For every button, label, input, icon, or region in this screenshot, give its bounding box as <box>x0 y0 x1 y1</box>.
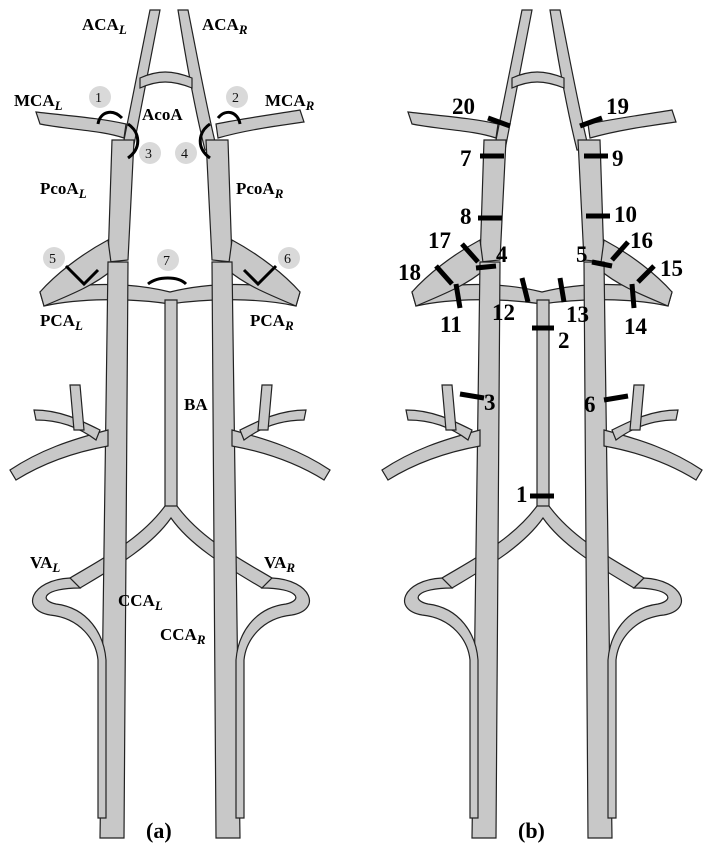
segment-tick-5 <box>591 259 613 269</box>
segment-number-1: 1 <box>516 482 528 507</box>
junction-number-3: 3 <box>145 147 152 162</box>
segment-tick-18 <box>434 264 454 286</box>
label-mca-left: MCAL <box>14 91 63 113</box>
segment-number-3: 3 <box>484 390 496 415</box>
junction-circle-6 <box>278 247 300 269</box>
label-cca-right: CCAR <box>160 625 206 647</box>
junction-arc-2 <box>216 110 242 125</box>
segment-tick-4 <box>475 263 497 271</box>
segment-tick-17 <box>460 242 480 264</box>
junction-number-2: 2 <box>232 91 239 106</box>
segment-number-2: 2 <box>558 328 570 353</box>
segment-number-7: 7 <box>460 146 472 171</box>
junction-arc-7 <box>147 276 188 286</box>
segment-number-4: 4 <box>496 242 508 267</box>
junction-number-4: 4 <box>181 147 188 162</box>
segment-tick-14 <box>629 283 637 309</box>
segment-tick-6 <box>603 393 629 403</box>
panel-a-vessel-labels: ACAL ACAR MCAL MCAR AcoA PcoAL PcoAR PCA… <box>14 15 315 647</box>
junction-circle-4 <box>175 142 197 164</box>
label-aca-right: ACAR <box>202 15 248 37</box>
junction-number-1: 1 <box>95 91 102 106</box>
panel-a-caption: (a) <box>146 818 172 843</box>
segment-number-11: 11 <box>440 312 462 337</box>
junction-circle-5 <box>43 247 65 269</box>
panel-b-vessel-tree <box>381 9 703 839</box>
segment-tick-20 <box>487 115 511 129</box>
panel-b: 1 2 3 4 5 6 7 8 9 10 11 12 13 14 15 16 1… <box>381 9 703 843</box>
segment-number-9: 9 <box>612 146 624 171</box>
junction-circle-3 <box>139 142 161 164</box>
junction-circle-7 <box>157 249 179 271</box>
segment-number-16: 16 <box>630 228 653 253</box>
junction-arc-4 <box>198 122 211 160</box>
label-acoa: AcoA <box>142 105 183 124</box>
segment-tick-11 <box>453 283 463 309</box>
junction-number-6: 6 <box>284 252 291 267</box>
segment-number-5: 5 <box>576 242 588 267</box>
label-pca-left: PCAL <box>40 311 83 333</box>
label-pcoa-right: PcoAR <box>236 179 284 201</box>
junction-number-5: 5 <box>49 252 56 267</box>
segment-tick-19 <box>579 115 603 129</box>
label-pca-right: PCAR <box>250 311 294 333</box>
segment-tick-3 <box>459 391 485 401</box>
segment-number-10: 10 <box>614 202 637 227</box>
panel-a-junction-arcs <box>64 110 278 287</box>
junction-circle-1 <box>89 86 111 108</box>
panel-a: 1 2 3 4 5 6 7 ACAL ACAR MCAL MCAR AcoA P… <box>9 9 331 843</box>
segment-tick-13 <box>557 277 567 303</box>
segment-number-18: 18 <box>398 260 421 285</box>
label-va-right: VAR <box>264 553 295 575</box>
panel-b-segment-ticks <box>434 115 656 499</box>
junction-marker-6 <box>242 264 278 287</box>
junction-arc-3 <box>127 122 140 160</box>
panel-a-junction-numbers: 1 2 3 4 5 6 7 <box>43 86 300 271</box>
junction-number-7: 7 <box>163 254 170 269</box>
label-aca-left: ACAL <box>82 15 127 37</box>
segment-tick-12 <box>519 277 531 303</box>
junction-circle-2 <box>226 86 248 108</box>
segment-number-14: 14 <box>624 314 648 339</box>
segment-number-19: 19 <box>606 94 629 119</box>
segment-tick-15 <box>636 264 656 284</box>
label-ba: BA <box>184 395 208 414</box>
label-va-left: VAL <box>30 553 60 575</box>
segment-number-15: 15 <box>660 256 683 281</box>
label-mca-right: MCAR <box>265 91 315 113</box>
segment-number-13: 13 <box>566 302 589 327</box>
segment-number-6: 6 <box>584 392 596 417</box>
panel-a-vessel-tree <box>9 9 331 839</box>
junction-marker-5 <box>64 264 100 287</box>
panel-b-segment-numbers: 1 2 3 4 5 6 7 8 9 10 11 12 13 14 15 16 1… <box>398 94 683 507</box>
label-cca-left: CCAL <box>118 591 163 613</box>
junction-arc-1 <box>96 110 124 125</box>
panel-b-caption: (b) <box>518 818 545 843</box>
segment-number-17: 17 <box>428 228 451 253</box>
segment-number-20: 20 <box>452 94 475 119</box>
segment-number-12: 12 <box>492 300 515 325</box>
label-pcoa-left: PcoAL <box>40 179 87 201</box>
segment-tick-16 <box>610 240 630 262</box>
segment-number-8: 8 <box>460 204 472 229</box>
